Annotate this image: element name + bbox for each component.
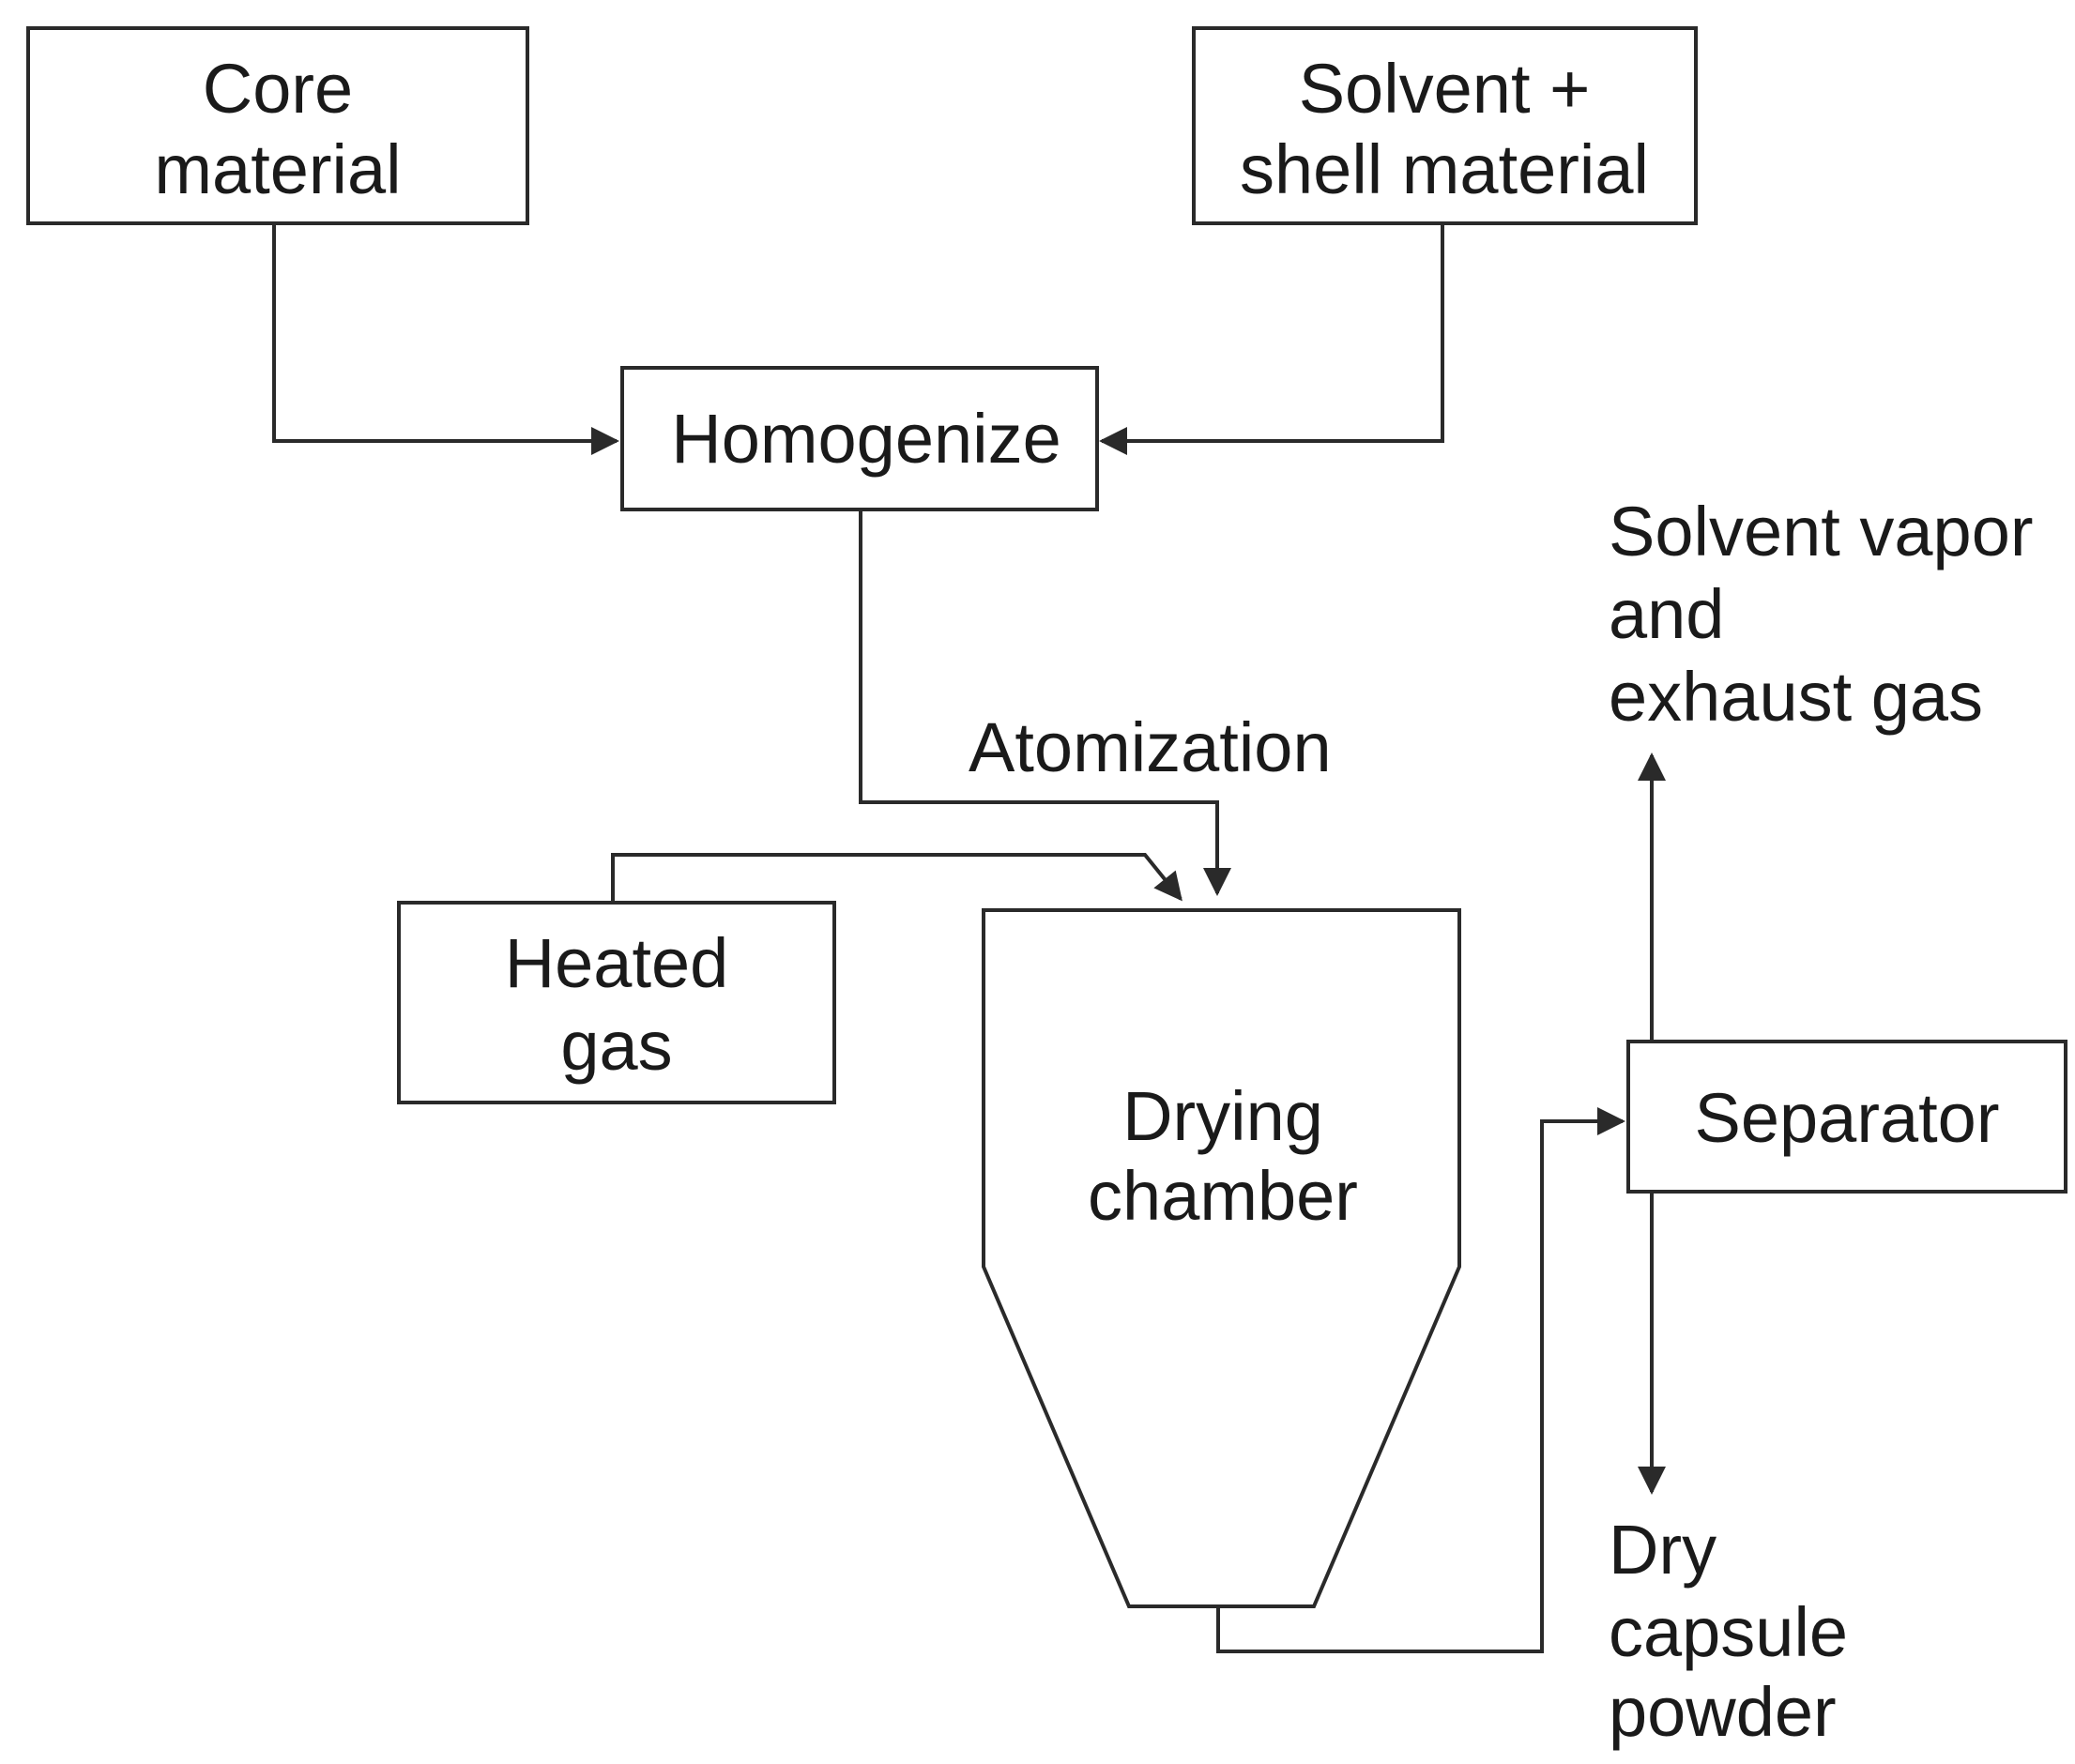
- powder-label-line-1: Dry: [1609, 1511, 1716, 1589]
- flow-chamber-to-separator: [1216, 1107, 1625, 1653]
- node-solvent-shell-material: Solvent + shell material: [1192, 26, 1698, 225]
- exhaust-label-line-1: Solvent vapor: [1609, 493, 2034, 570]
- flow-solvent-to-homogenize: [1099, 223, 1444, 455]
- powder-label: Dry capsule powder: [1609, 1511, 1848, 1751]
- heated-gas-line-1: Heated: [505, 924, 729, 1002]
- exhaust-label-line-3: exhaust gas: [1609, 658, 1983, 736]
- separator-label: Separator: [1695, 1079, 2000, 1157]
- drying-chamber-line-1: Drying: [1122, 1077, 1323, 1155]
- flow-homogenize-to-atomizer: [859, 509, 1231, 896]
- solvent-shell-line-1: Solvent +: [1299, 50, 1591, 128]
- heated-gas-line-2: gas: [560, 1007, 672, 1085]
- powder-label-line-3: powder: [1609, 1673, 1837, 1751]
- flow-core-to-homogenize: [272, 223, 619, 455]
- node-homogenize: Homogenize: [620, 366, 1099, 511]
- homogenize-label: Homogenize: [671, 400, 1060, 478]
- node-separator: Separator: [1626, 1040, 2067, 1194]
- powder-label-line-2: capsule: [1609, 1593, 1848, 1671]
- node-heated-gas: Heated gas: [397, 901, 836, 1104]
- drying-chamber-line-2: chamber: [1088, 1157, 1358, 1235]
- node-core-material: Core material: [26, 26, 529, 225]
- flow-heated-gas-to-chamber: [611, 853, 1182, 903]
- exhaust-label-line-2: and: [1609, 575, 1724, 653]
- node-drying-chamber: Drying chamber: [982, 908, 1461, 1608]
- core-material-line-2: material: [154, 130, 401, 208]
- atomization-label: Atomization: [969, 708, 1332, 786]
- exhaust-label: Solvent vapor and exhaust gas: [1609, 493, 2034, 736]
- solvent-shell-line-2: shell material: [1240, 130, 1649, 208]
- core-material-line-1: Core: [203, 50, 353, 128]
